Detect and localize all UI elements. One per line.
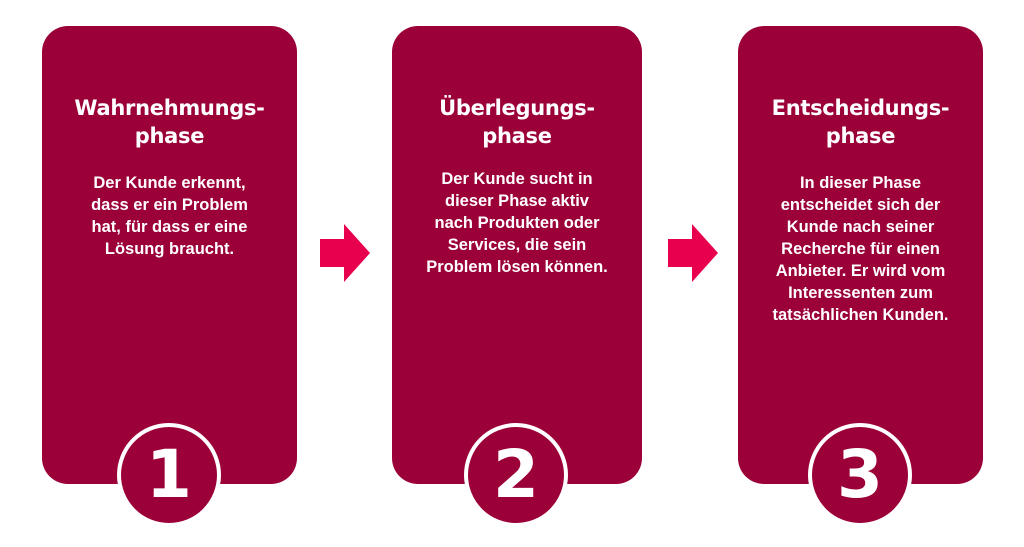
step-number: 2	[493, 436, 539, 513]
phase-desc-line: In dieser Phase	[799, 174, 922, 192]
arrow-right-icon	[320, 224, 370, 282]
phase-desc-line: entscheidet sich der	[780, 196, 941, 214]
step-number-badge: 3	[808, 423, 912, 527]
phase-desc-line: nach Produkten oder	[434, 214, 600, 232]
phase-card-consideration: Überlegungs- phase Der Kunde sucht in di…	[392, 26, 642, 484]
phase-desc-line: Kunde nach seiner	[786, 218, 935, 236]
phase-card-awareness: Wahrnehmungs- phase Der Kunde erkennt, d…	[42, 26, 297, 484]
phase-desc-line: Anbieter. Er wird vom	[775, 262, 946, 280]
phase-desc-line: Services, die sein	[447, 236, 587, 254]
phase-desc-line: tatsächlichen Kunden.	[772, 306, 949, 324]
phase-desc-line: Problem lösen können.	[426, 258, 608, 276]
phase-description: In dieser Phase entscheidet sich der Kun…	[748, 172, 973, 326]
phase-title: Wahrnehmungs- phase	[42, 94, 297, 150]
phase-description: Der Kunde erkennt, dass er ein Problem h…	[52, 172, 287, 260]
phase-title: Entscheidungs- phase	[738, 94, 983, 150]
phase-title-line: phase	[482, 124, 552, 148]
phase-desc-line: Der Kunde erkennt,	[93, 174, 246, 192]
phase-title: Überlegungs- phase	[392, 94, 642, 150]
step-number: 1	[146, 436, 192, 513]
step-number: 3	[837, 436, 883, 513]
phase-desc-line: dass er ein Problem	[91, 196, 248, 214]
phase-title-line: phase	[825, 124, 896, 148]
phase-desc-line: Interessenten zum	[788, 284, 933, 302]
step-number-badge: 2	[464, 423, 568, 527]
phase-desc-line: hat, für dass er eine	[91, 218, 248, 236]
phase-description: Der Kunde sucht in dieser Phase aktiv na…	[402, 168, 632, 278]
phase-desc-line: Recherche für einen	[781, 240, 940, 258]
phase-title-line: Überlegungs-	[439, 96, 595, 120]
phase-card-decision: Entscheidungs- phase In dieser Phase ent…	[738, 26, 983, 484]
arrow-right-icon	[668, 224, 718, 282]
phase-title-line: Wahrnehmungs-	[74, 96, 265, 120]
phase-title-line: Entscheidungs-	[771, 96, 950, 120]
phase-title-line: phase	[134, 124, 205, 148]
step-number-badge: 1	[117, 423, 221, 527]
phase-desc-line: Der Kunde sucht in	[441, 170, 593, 188]
phase-desc-line: Lösung braucht.	[104, 240, 235, 258]
phase-desc-line: dieser Phase aktiv	[444, 192, 589, 210]
